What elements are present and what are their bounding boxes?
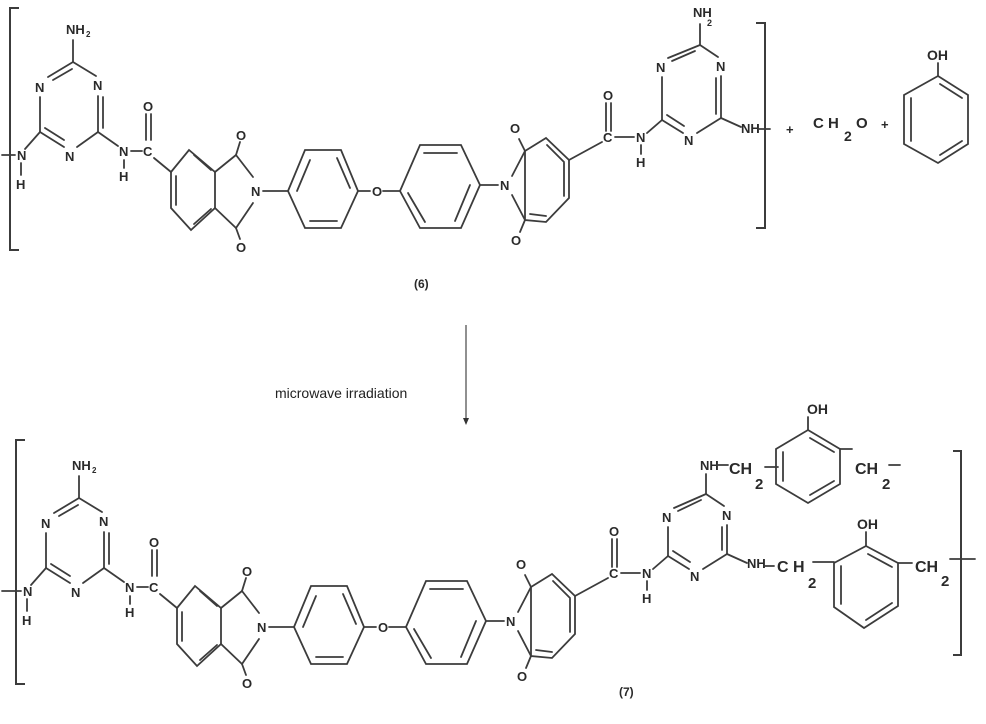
plus-sign: + (786, 122, 794, 137)
h-label: H (636, 155, 645, 170)
ch2-subscript: 2 (941, 573, 949, 590)
ether-o-label: O (378, 620, 388, 635)
n-label: N (35, 80, 44, 95)
methylene-phenol-bridge-bottom: C H 2 OH CH 2 (763, 516, 976, 630)
ch2-label: C H (777, 559, 805, 576)
nh-label: NH (747, 556, 766, 571)
formaldehyde-subscript: 2 (844, 128, 852, 144)
oh-label: OH (927, 47, 948, 63)
triazine-ring-right: NH N N N NH (652, 458, 766, 584)
oh-label: OH (807, 401, 828, 417)
arrowhead-icon (463, 418, 469, 425)
n-label: N (251, 184, 260, 199)
nh2-label: NH (72, 458, 91, 473)
o-label: O (603, 88, 613, 103)
formaldehyde-o-label: O (856, 115, 868, 132)
n-label: N (71, 585, 80, 600)
triazine-ring-left: NH 2 N N N N H N H C (1, 22, 153, 192)
phenol-molecule: OH (903, 47, 969, 165)
o-label: O (242, 676, 252, 691)
n-label: N (257, 620, 266, 635)
ether-o-label: O (372, 184, 382, 199)
o-label: O (609, 524, 619, 539)
h-label: H (642, 591, 651, 606)
h-label: H (125, 605, 134, 620)
right-bracket (756, 22, 766, 229)
phthalimide-right: O O C O N H (516, 524, 651, 684)
formaldehyde-ch-label: C H (813, 115, 839, 132)
h-label: H (22, 613, 31, 628)
n-label: N (41, 516, 50, 531)
o-label: O (511, 233, 521, 248)
ch2-subscript: 2 (808, 575, 816, 592)
n-label: N (656, 60, 665, 75)
c-label: C (603, 130, 613, 145)
n-label: N (690, 569, 699, 584)
n-label: N (23, 584, 32, 599)
ch2-label: CH (915, 559, 938, 576)
o-label: O (236, 128, 246, 143)
n-label: N (125, 580, 134, 595)
nh-label: NH (700, 458, 719, 473)
phthalimide-left: O O N (153, 128, 289, 255)
triazine-ring-left: NH 2 N N N N H N H C (1, 458, 159, 628)
n-label: N (119, 144, 128, 159)
nh-label: NH (741, 121, 760, 136)
phenyl-ring-2: N (399, 144, 509, 229)
nh2-label: NH (66, 22, 85, 37)
n-label: N (500, 178, 509, 193)
reactant-polymer-6: NH 2 N N N N H N H C (1, 5, 771, 255)
c-label: C (143, 144, 153, 159)
n-label: N (506, 614, 515, 629)
n-label: N (684, 133, 693, 148)
n-label: N (99, 514, 108, 529)
phenyl-ring-1: O (293, 585, 407, 665)
co-reactants: + C H 2 O + OH (786, 47, 969, 165)
phthalimide-left: O O N (159, 564, 295, 691)
phenyl-ring-1: O (287, 149, 401, 229)
n-label: N (17, 148, 26, 163)
right-bracket (953, 450, 962, 656)
n-label: N (636, 130, 645, 145)
reaction-condition-label: microwave irradiation (275, 385, 407, 401)
h-label: H (119, 169, 128, 184)
n-label: N (65, 149, 74, 164)
c-label: C (149, 580, 159, 595)
ch2-label: CH (729, 461, 752, 478)
n-label: N (662, 510, 671, 525)
nh2-subscript: 2 (707, 18, 712, 28)
o-label: O (236, 240, 246, 255)
nh2-subscript: 2 (92, 466, 97, 475)
o-label: O (143, 99, 153, 114)
left-bracket (15, 439, 25, 685)
methylene-phenol-bridge-top: CH 2 OH CH 2 (729, 401, 901, 505)
o-label: O (242, 564, 252, 579)
ch2-subscript: 2 (755, 476, 763, 493)
phenyl-ring-2: N (405, 580, 515, 665)
oh-label: OH (857, 516, 878, 532)
n-label: N (716, 59, 725, 74)
n-label: N (642, 566, 651, 581)
nh2-subscript: 2 (86, 30, 91, 39)
ch2-subscript: 2 (882, 476, 890, 493)
o-label: O (516, 557, 526, 572)
o-label: O (149, 535, 159, 550)
triazine-ring-right: NH 2 N N N NH (646, 5, 771, 148)
plus-sign: + (881, 117, 889, 132)
o-label: O (510, 121, 520, 136)
product-polymer-7: NH 2 N N N N H N H C (1, 401, 976, 691)
h-label: H (16, 177, 25, 192)
ch2-label: CH (855, 461, 878, 478)
compound-label-7: (7) (619, 685, 634, 699)
phthalimide-right: O O C O N H (510, 88, 645, 248)
compound-label-6: (6) (414, 277, 429, 291)
n-label: N (722, 508, 731, 523)
reaction-arrow: microwave irradiation (275, 325, 469, 425)
o-label: O (517, 669, 527, 684)
c-label: C (609, 566, 619, 581)
left-bracket (9, 7, 19, 251)
n-label: N (93, 78, 102, 93)
nh2-label: NH (693, 5, 712, 20)
